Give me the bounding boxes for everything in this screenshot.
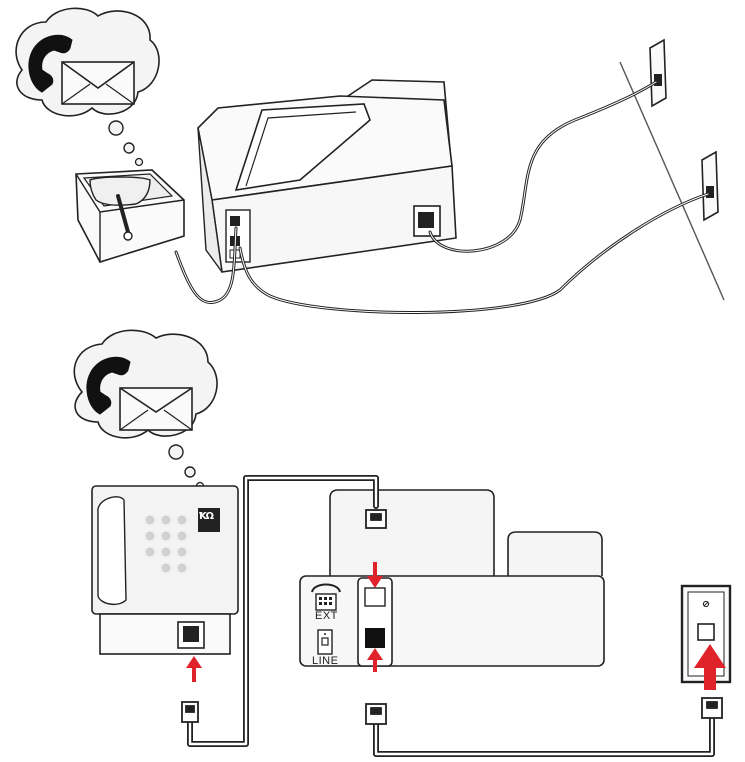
plug-phone xyxy=(181,701,199,723)
plug-printer-line xyxy=(365,703,387,725)
top-telephone xyxy=(75,169,185,263)
ext-port-phone-icon xyxy=(311,583,341,611)
top-thought-bubble xyxy=(15,7,160,167)
envelope-icon xyxy=(119,387,193,431)
phone-function-button: ꝀΩ xyxy=(199,511,215,522)
arrow-icon xyxy=(186,562,726,690)
bottom-scene xyxy=(73,329,732,757)
bottom-wall-jack xyxy=(680,584,732,684)
top-wall xyxy=(619,38,725,301)
phone-icon xyxy=(28,34,73,93)
ext-port-label: EXT xyxy=(315,610,338,622)
bottom-cables xyxy=(187,475,715,757)
line-port-label: LINE xyxy=(312,655,339,667)
cable-plugs xyxy=(181,509,723,725)
phone-icon xyxy=(86,356,131,415)
plug-wall xyxy=(701,697,723,719)
plug-printer-ext xyxy=(365,509,387,529)
line-port-jack-icon xyxy=(317,629,333,655)
top-scene xyxy=(15,7,725,314)
envelope-icon xyxy=(61,61,135,105)
bottom-telephone xyxy=(91,485,239,655)
bottom-printer xyxy=(299,489,605,667)
top-printer xyxy=(197,79,457,273)
bottom-thought-bubble xyxy=(73,329,218,491)
